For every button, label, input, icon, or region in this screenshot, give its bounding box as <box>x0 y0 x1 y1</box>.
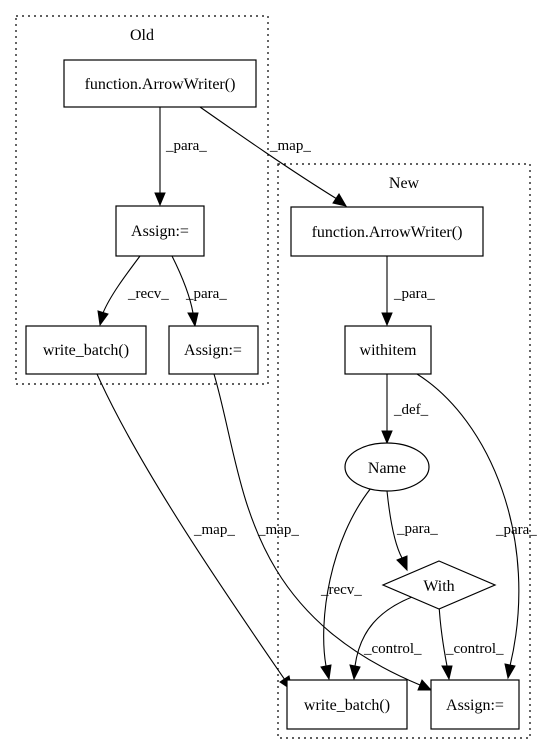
node-old-arrowwriter[interactable]: function.ArrowWriter() <box>63 59 257 108</box>
edge-name-to-with: _para_ <box>386 490 438 572</box>
edge-label: _para_ <box>185 286 227 302</box>
edge-old-assign-to-old-assign-bottom: _para_ <box>171 255 227 328</box>
node-new-assign[interactable]: Assign:= <box>430 679 520 730</box>
edge-label: _def_ <box>393 402 429 418</box>
node-new-arrowwriter[interactable]: function.ArrowWriter() <box>290 206 484 257</box>
edge-with-to-new-assign: _control_ <box>438 603 504 681</box>
nodes: function.ArrowWriter() Assign:= write_ba… <box>25 59 520 730</box>
edge-label: _map_ <box>257 522 299 538</box>
cluster-old-label: Old <box>130 27 154 44</box>
arrowhead <box>396 555 408 572</box>
arrowhead <box>417 679 433 691</box>
arrowhead <box>504 663 516 680</box>
node-label: write_batch() <box>43 342 129 359</box>
edge-label: _para_ <box>495 522 537 538</box>
edge-label: _map_ <box>193 522 235 538</box>
cluster-old: Old <box>15 15 269 385</box>
node-label: With <box>423 578 454 595</box>
edge-with-to-new-write-batch: _control_ <box>349 596 422 681</box>
edge-name-to-new-write-batch: _recv_ <box>320 487 372 681</box>
edge-withitem-to-name: _def_ <box>381 374 429 445</box>
node-label: Name <box>368 460 406 477</box>
cluster-new: New <box>277 163 531 739</box>
edge-old-assign-to-old-write-batch: _recv_ <box>97 255 169 327</box>
edge-label: _control_ <box>445 641 504 657</box>
node-label: function.ArrowWriter() <box>312 224 463 241</box>
edge-label: _para_ <box>396 521 438 537</box>
edge-withitem-to-new-assign: _para_ <box>416 373 537 680</box>
cluster-new-border <box>277 163 531 739</box>
arrowhead <box>332 193 348 207</box>
node-label: withitem <box>360 342 417 359</box>
arrowhead <box>97 310 109 327</box>
cluster-old-border <box>15 15 269 385</box>
arrowhead <box>154 192 166 207</box>
arrowhead <box>381 312 393 327</box>
arrowhead <box>187 312 199 328</box>
node-new-with[interactable]: With <box>381 560 497 610</box>
node-new-write-batch[interactable]: write_batch() <box>286 679 408 730</box>
arrowhead <box>381 430 393 445</box>
node-new-name[interactable]: Name <box>344 442 430 492</box>
edge-old-assign-bottom-to-new-assign: _map_ <box>213 373 433 691</box>
node-new-withitem[interactable]: withitem <box>344 325 432 375</box>
node-label: Assign:= <box>446 697 504 714</box>
edge-new-arrowwriter-to-withitem: _para_ <box>381 256 435 327</box>
arrowhead <box>349 664 361 681</box>
edge-label: _recv_ <box>127 286 169 302</box>
edge-old-arrowwriter-to-old-assign: _para_ <box>154 107 207 207</box>
arrowhead <box>320 664 332 681</box>
node-old-assign-bottom[interactable]: Assign:= <box>168 325 259 375</box>
node-label: Assign:= <box>184 342 242 359</box>
node-label: function.ArrowWriter() <box>85 76 236 93</box>
node-label: write_batch() <box>304 697 390 714</box>
node-label: Assign:= <box>131 223 189 240</box>
edge-label: _control_ <box>363 641 422 657</box>
node-old-write-batch[interactable]: write_batch() <box>25 325 147 375</box>
edge-label: _map_ <box>269 138 311 154</box>
edge-old-arrowwriter-to-new-arrowwriter: _map_ <box>199 106 348 207</box>
node-old-assign-top[interactable]: Assign:= <box>115 205 205 257</box>
edge-label: _para_ <box>393 286 435 302</box>
edge-label: _para_ <box>165 138 207 154</box>
edges: _para_ _map_ _recv_ _para_ _para_ _def_ <box>96 106 537 692</box>
cluster-new-label: New <box>389 175 420 192</box>
edge-label: _recv_ <box>320 582 362 598</box>
arrowhead <box>441 665 453 681</box>
